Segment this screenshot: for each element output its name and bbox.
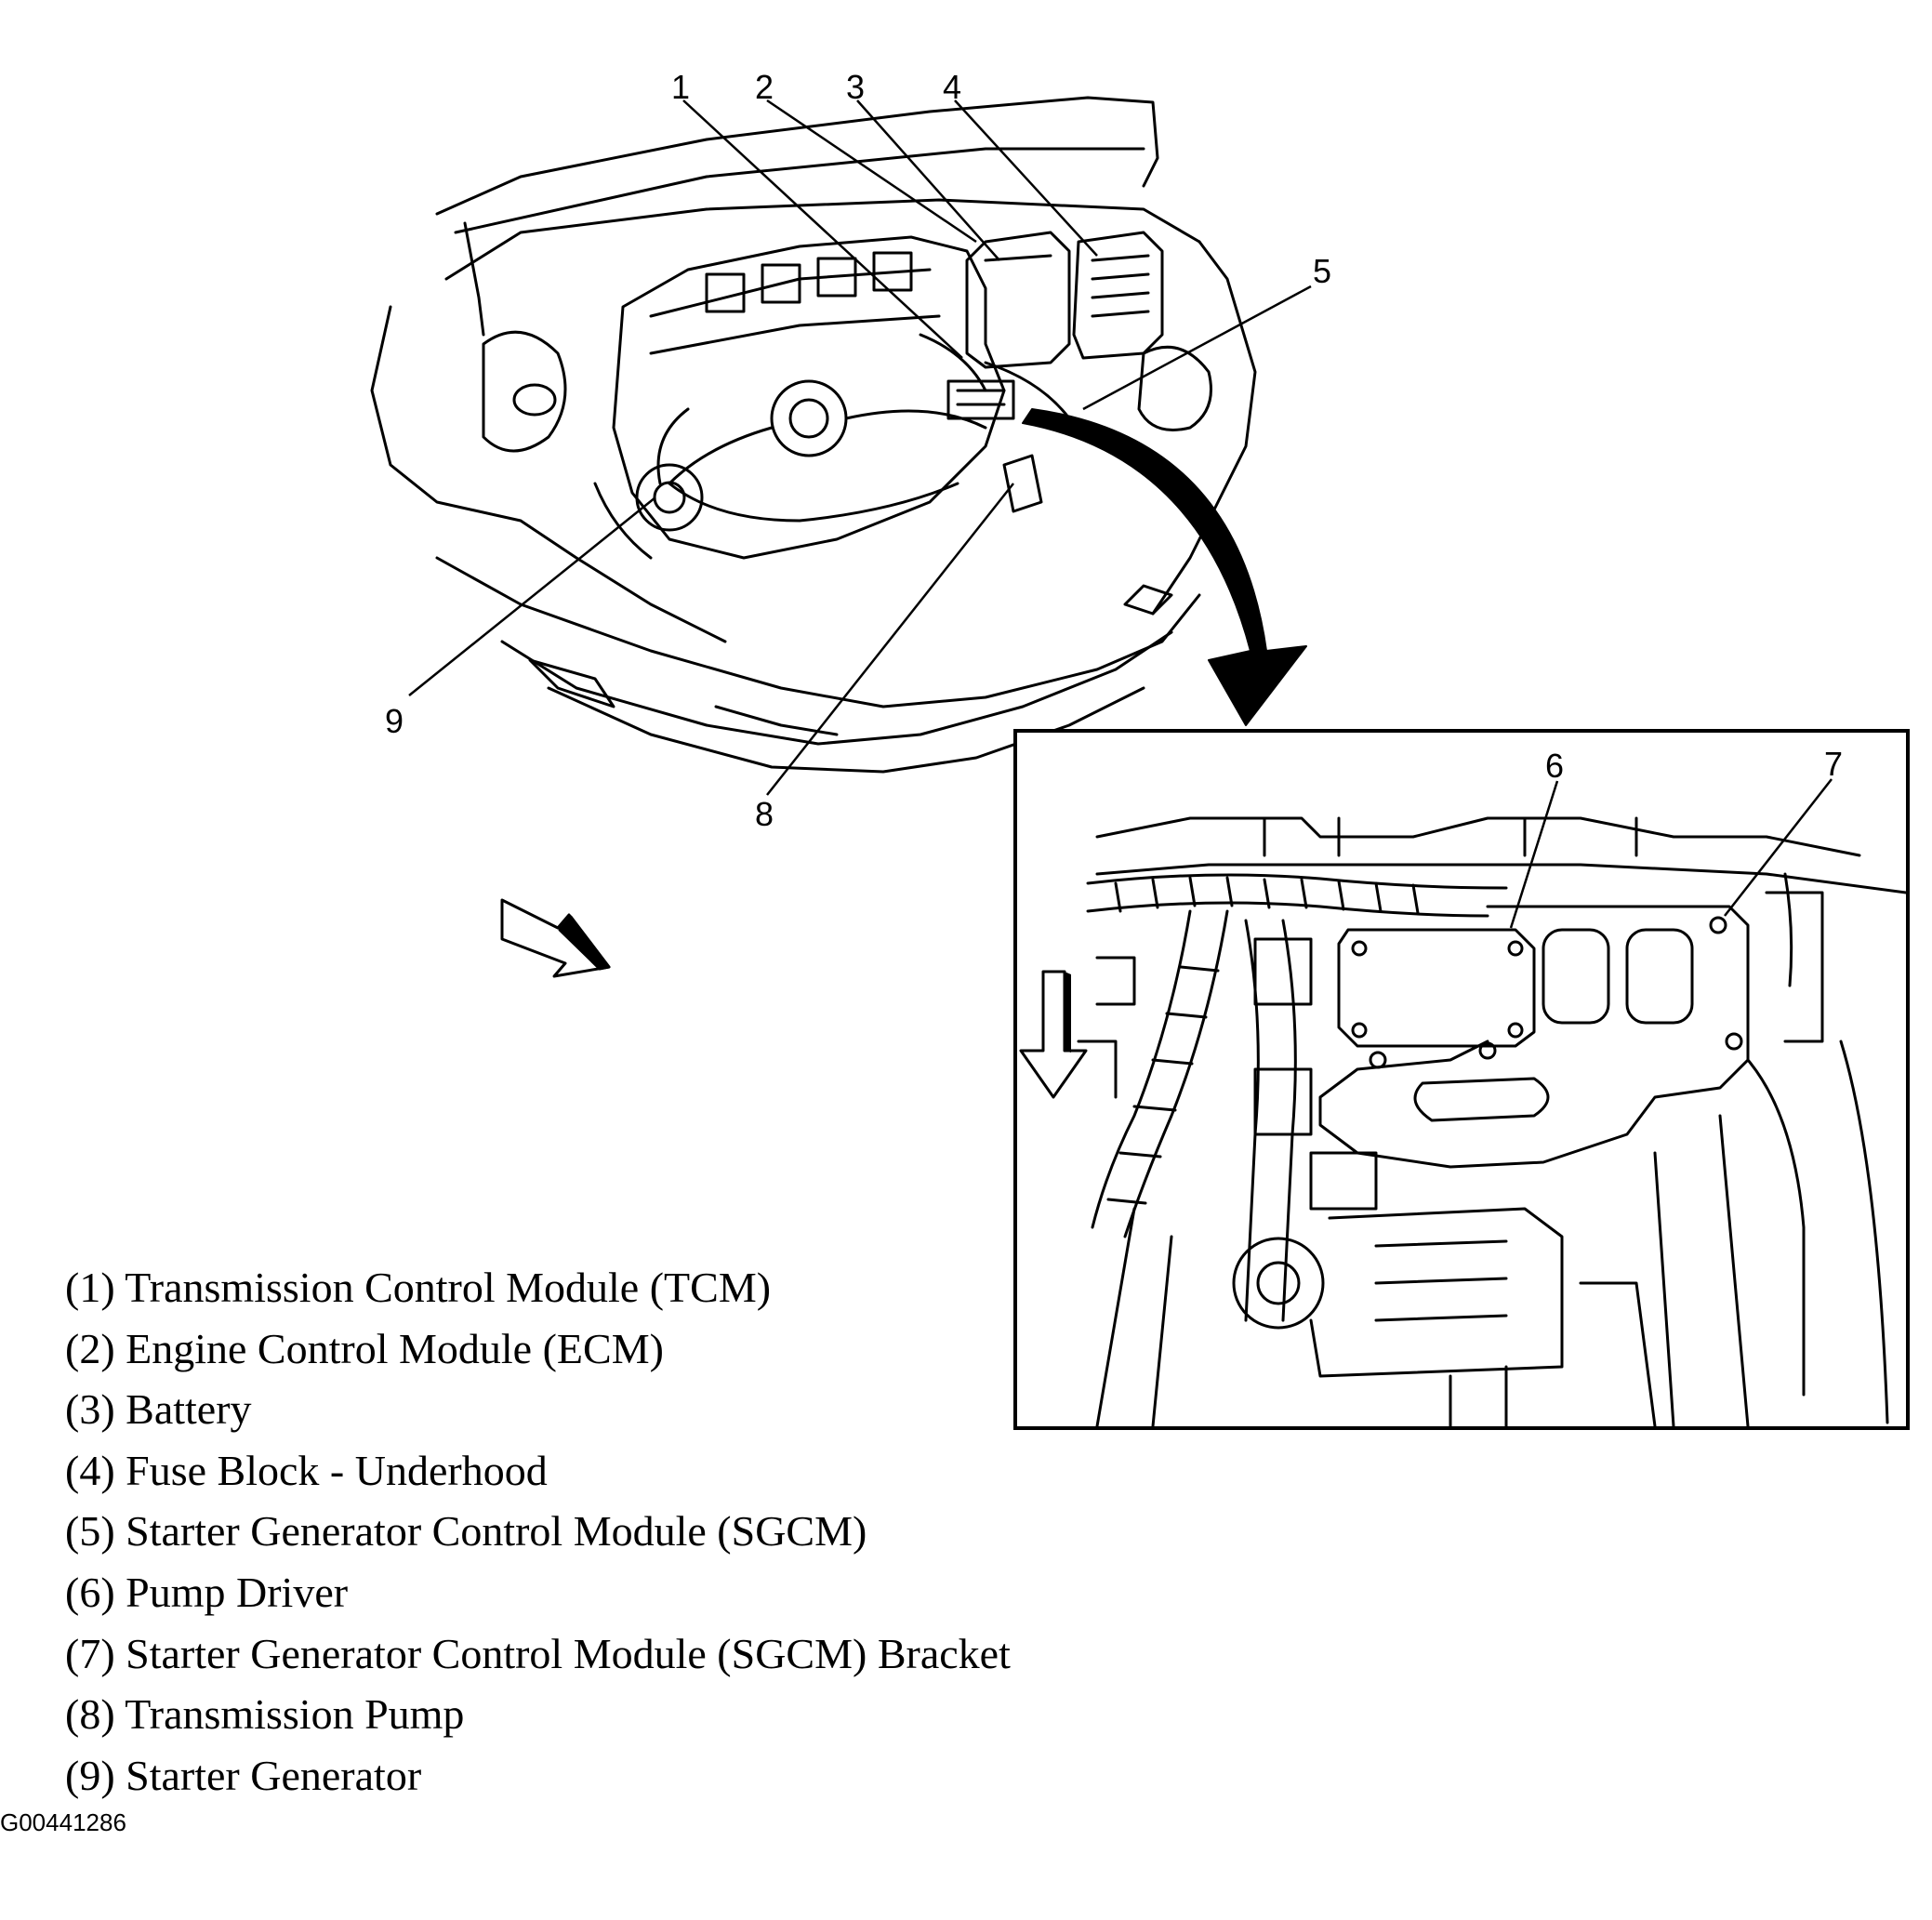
callout-leader-lines <box>408 99 1312 796</box>
legend-item: (1) Transmission Control Module (TCM) <box>65 1264 772 1311</box>
engine-compartment-view <box>370 96 1257 774</box>
callout-6: 6 <box>1545 747 1564 785</box>
main-view-callouts: 1 2 3 4 5 8 9 <box>385 68 1331 833</box>
inset-leader-lines <box>1509 778 1833 929</box>
legend-item: (2) Engine Control Module (ECM) <box>65 1324 664 1372</box>
legend-item: (5) Starter Generator Control Module (SG… <box>65 1507 867 1556</box>
legend-item: (8) Transmission Pump <box>65 1690 465 1739</box>
callout-3: 3 <box>846 68 865 106</box>
figure-id: G00441286 <box>0 1808 126 1836</box>
legend-item: (3) Battery <box>65 1385 252 1434</box>
legend-item: (7) Starter Generator Control Module (SG… <box>65 1629 1011 1677</box>
callout-4: 4 <box>943 68 961 106</box>
legend-item: (4) Fuse Block - Underhood <box>65 1446 548 1494</box>
callout-9: 9 <box>385 702 404 740</box>
zoom-detail-arrow-icon <box>1022 408 1307 726</box>
legend-item: (9) Starter Generator <box>65 1751 422 1799</box>
callout-8: 8 <box>755 795 774 833</box>
detail-inset-view: 6 7 <box>1013 729 1910 1430</box>
callout-2: 2 <box>755 68 774 106</box>
front-direction-arrow-icon <box>500 898 611 978</box>
callout-5: 5 <box>1313 252 1331 290</box>
callout-1: 1 <box>671 68 690 106</box>
callout-7: 7 <box>1824 745 1843 783</box>
legend-item: (6) Pump Driver <box>65 1568 349 1616</box>
down-direction-arrow-icon <box>1019 970 1088 1099</box>
component-legend: (1) Transmission Control Module (TCM) (2… <box>65 1257 1011 1806</box>
